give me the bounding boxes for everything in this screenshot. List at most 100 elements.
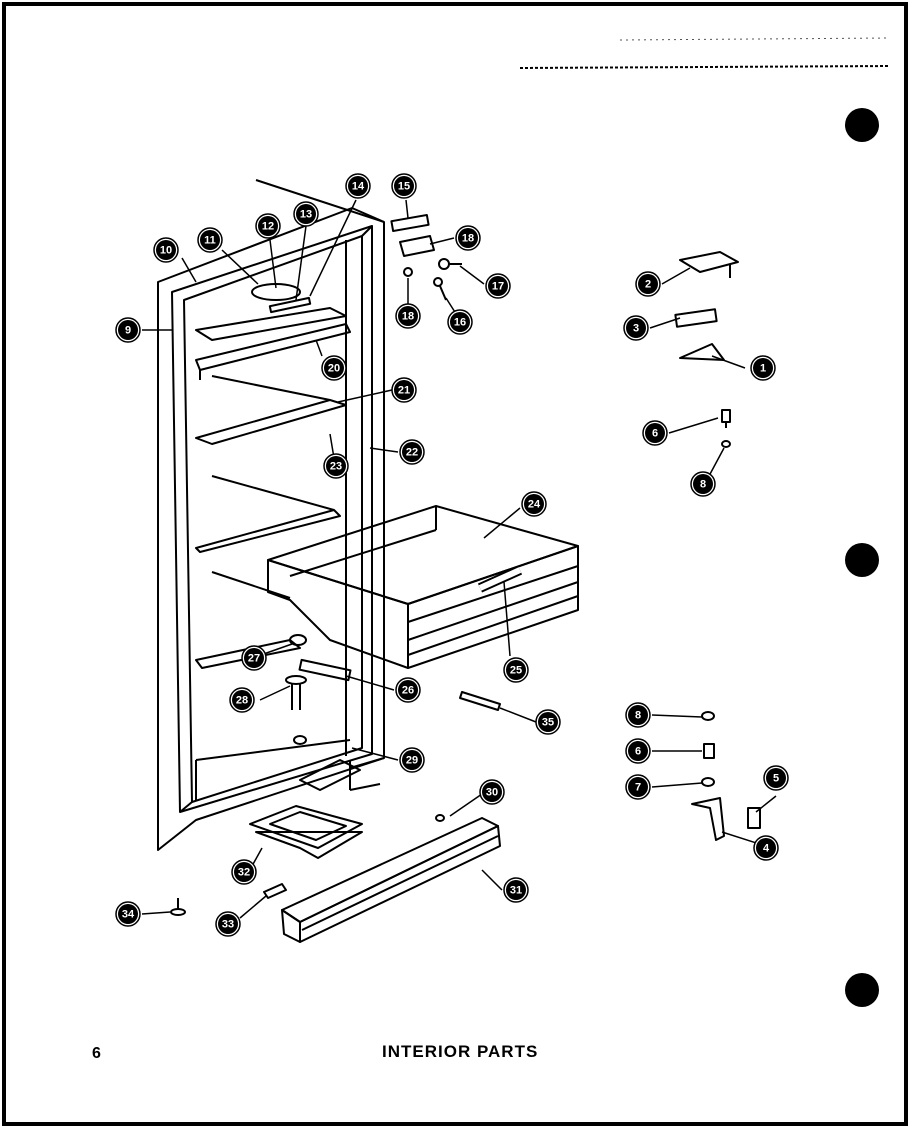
callout-label: 8 (700, 479, 706, 491)
hinge-parts-top (390, 213, 462, 301)
callout-8: 8 (690, 471, 716, 497)
callout-label: 2 (645, 279, 651, 291)
leveling-foot (170, 898, 186, 916)
callout-3: 3 (623, 315, 649, 341)
page-number: 6 (92, 1045, 101, 1062)
callout-label: 15 (398, 181, 410, 193)
callout-label: 17 (492, 281, 504, 293)
callout-label: 29 (406, 755, 418, 767)
callout-29: 29 (399, 747, 425, 773)
callout-label: 34 (122, 909, 135, 921)
callout-label: 1 (760, 363, 766, 375)
callout-label: 18 (462, 233, 474, 245)
bottom-components (195, 634, 361, 800)
callout-label: 30 (486, 787, 498, 799)
callout-11: 11 (197, 227, 223, 253)
callout-label: 16 (454, 317, 466, 329)
binder-hole-top (845, 108, 879, 142)
leveler-part (263, 883, 287, 899)
callout-35: 35 (535, 709, 561, 735)
callout-label: 14 (352, 181, 365, 193)
callout-18: 18 (395, 303, 421, 329)
callout-22: 22 (399, 439, 425, 465)
drawer (267, 505, 579, 669)
callout-5: 5 (763, 765, 789, 791)
callout-label: 26 (402, 685, 414, 697)
callout-21: 21 (391, 377, 417, 403)
scan-artifact (519, 65, 891, 69)
callout-label: 27 (248, 653, 260, 665)
callout-label: 21 (398, 385, 410, 397)
callout-label: 12 (262, 221, 274, 233)
callout-1: 1 (750, 355, 776, 381)
callout-6: 6 (642, 420, 668, 446)
hinge-parts-right (674, 251, 761, 841)
callout-label: 33 (222, 919, 234, 931)
callout-24: 24 (521, 491, 547, 517)
callout-2: 2 (635, 271, 661, 297)
base-grille (281, 817, 501, 943)
cabinet-top-panel (195, 283, 347, 341)
callout-label: 8 (635, 710, 641, 722)
scan-artifact (619, 37, 891, 41)
callout-14: 14 (345, 173, 371, 199)
callout-31: 31 (503, 877, 529, 903)
callout-13: 13 (293, 201, 319, 227)
callout-label: 6 (635, 746, 641, 758)
callout-7: 7 (625, 774, 651, 800)
callout-label: 20 (328, 363, 340, 375)
callout-4: 4 (753, 835, 779, 861)
callout-label: 13 (300, 209, 312, 221)
callout-label: 24 (528, 499, 541, 511)
callout-30: 30 (479, 779, 505, 805)
callout-32: 32 (231, 859, 257, 885)
callout-16: 16 (447, 309, 473, 335)
callout-label: 7 (635, 782, 641, 794)
callout-label: 23 (330, 461, 342, 473)
callout-label: 5 (773, 773, 779, 785)
callout-23: 23 (323, 453, 349, 479)
callout-label: 4 (763, 843, 770, 855)
callout-12: 12 (255, 213, 281, 239)
callout-label: 22 (406, 447, 418, 459)
callout-20: 20 (321, 355, 347, 381)
callout-label: 32 (238, 867, 250, 879)
callout-27: 27 (241, 645, 267, 671)
callout-28: 28 (229, 687, 255, 713)
callout-label: 31 (510, 885, 522, 897)
callout-34: 34 (115, 901, 141, 927)
callout-label: 18 (402, 311, 414, 323)
callout-label: 6 (652, 428, 658, 440)
trim-strip (459, 691, 501, 711)
page-title: INTERIOR PARTS (382, 1042, 539, 1061)
callout-10: 10 (153, 237, 179, 263)
shelves (195, 375, 347, 669)
callout-6: 6 (625, 738, 651, 764)
binder-hole-middle (845, 543, 879, 577)
shelf-rail (195, 323, 351, 380)
defrost-tray (249, 805, 363, 859)
callout-8: 8 (625, 702, 651, 728)
binder-hole-bottom (845, 973, 879, 1007)
callout-label: 28 (236, 695, 248, 707)
callout-label: 25 (510, 665, 522, 677)
cabinet-liner (157, 179, 385, 851)
callout-15: 15 (391, 173, 417, 199)
callout-26: 26 (395, 677, 421, 703)
callout-label: 35 (542, 717, 554, 729)
callout-33: 33 (215, 911, 241, 937)
callout-label: 10 (160, 245, 172, 257)
callout-label: 11 (204, 235, 216, 247)
callout-17: 17 (485, 273, 511, 299)
callout-label: 3 (633, 323, 639, 335)
callout-25: 25 (503, 657, 529, 683)
callout-9: 9 (115, 317, 141, 343)
callout-18: 18 (455, 225, 481, 251)
leader-lines (141, 199, 777, 919)
clip-part (435, 814, 445, 822)
callout-label: 9 (125, 325, 131, 337)
